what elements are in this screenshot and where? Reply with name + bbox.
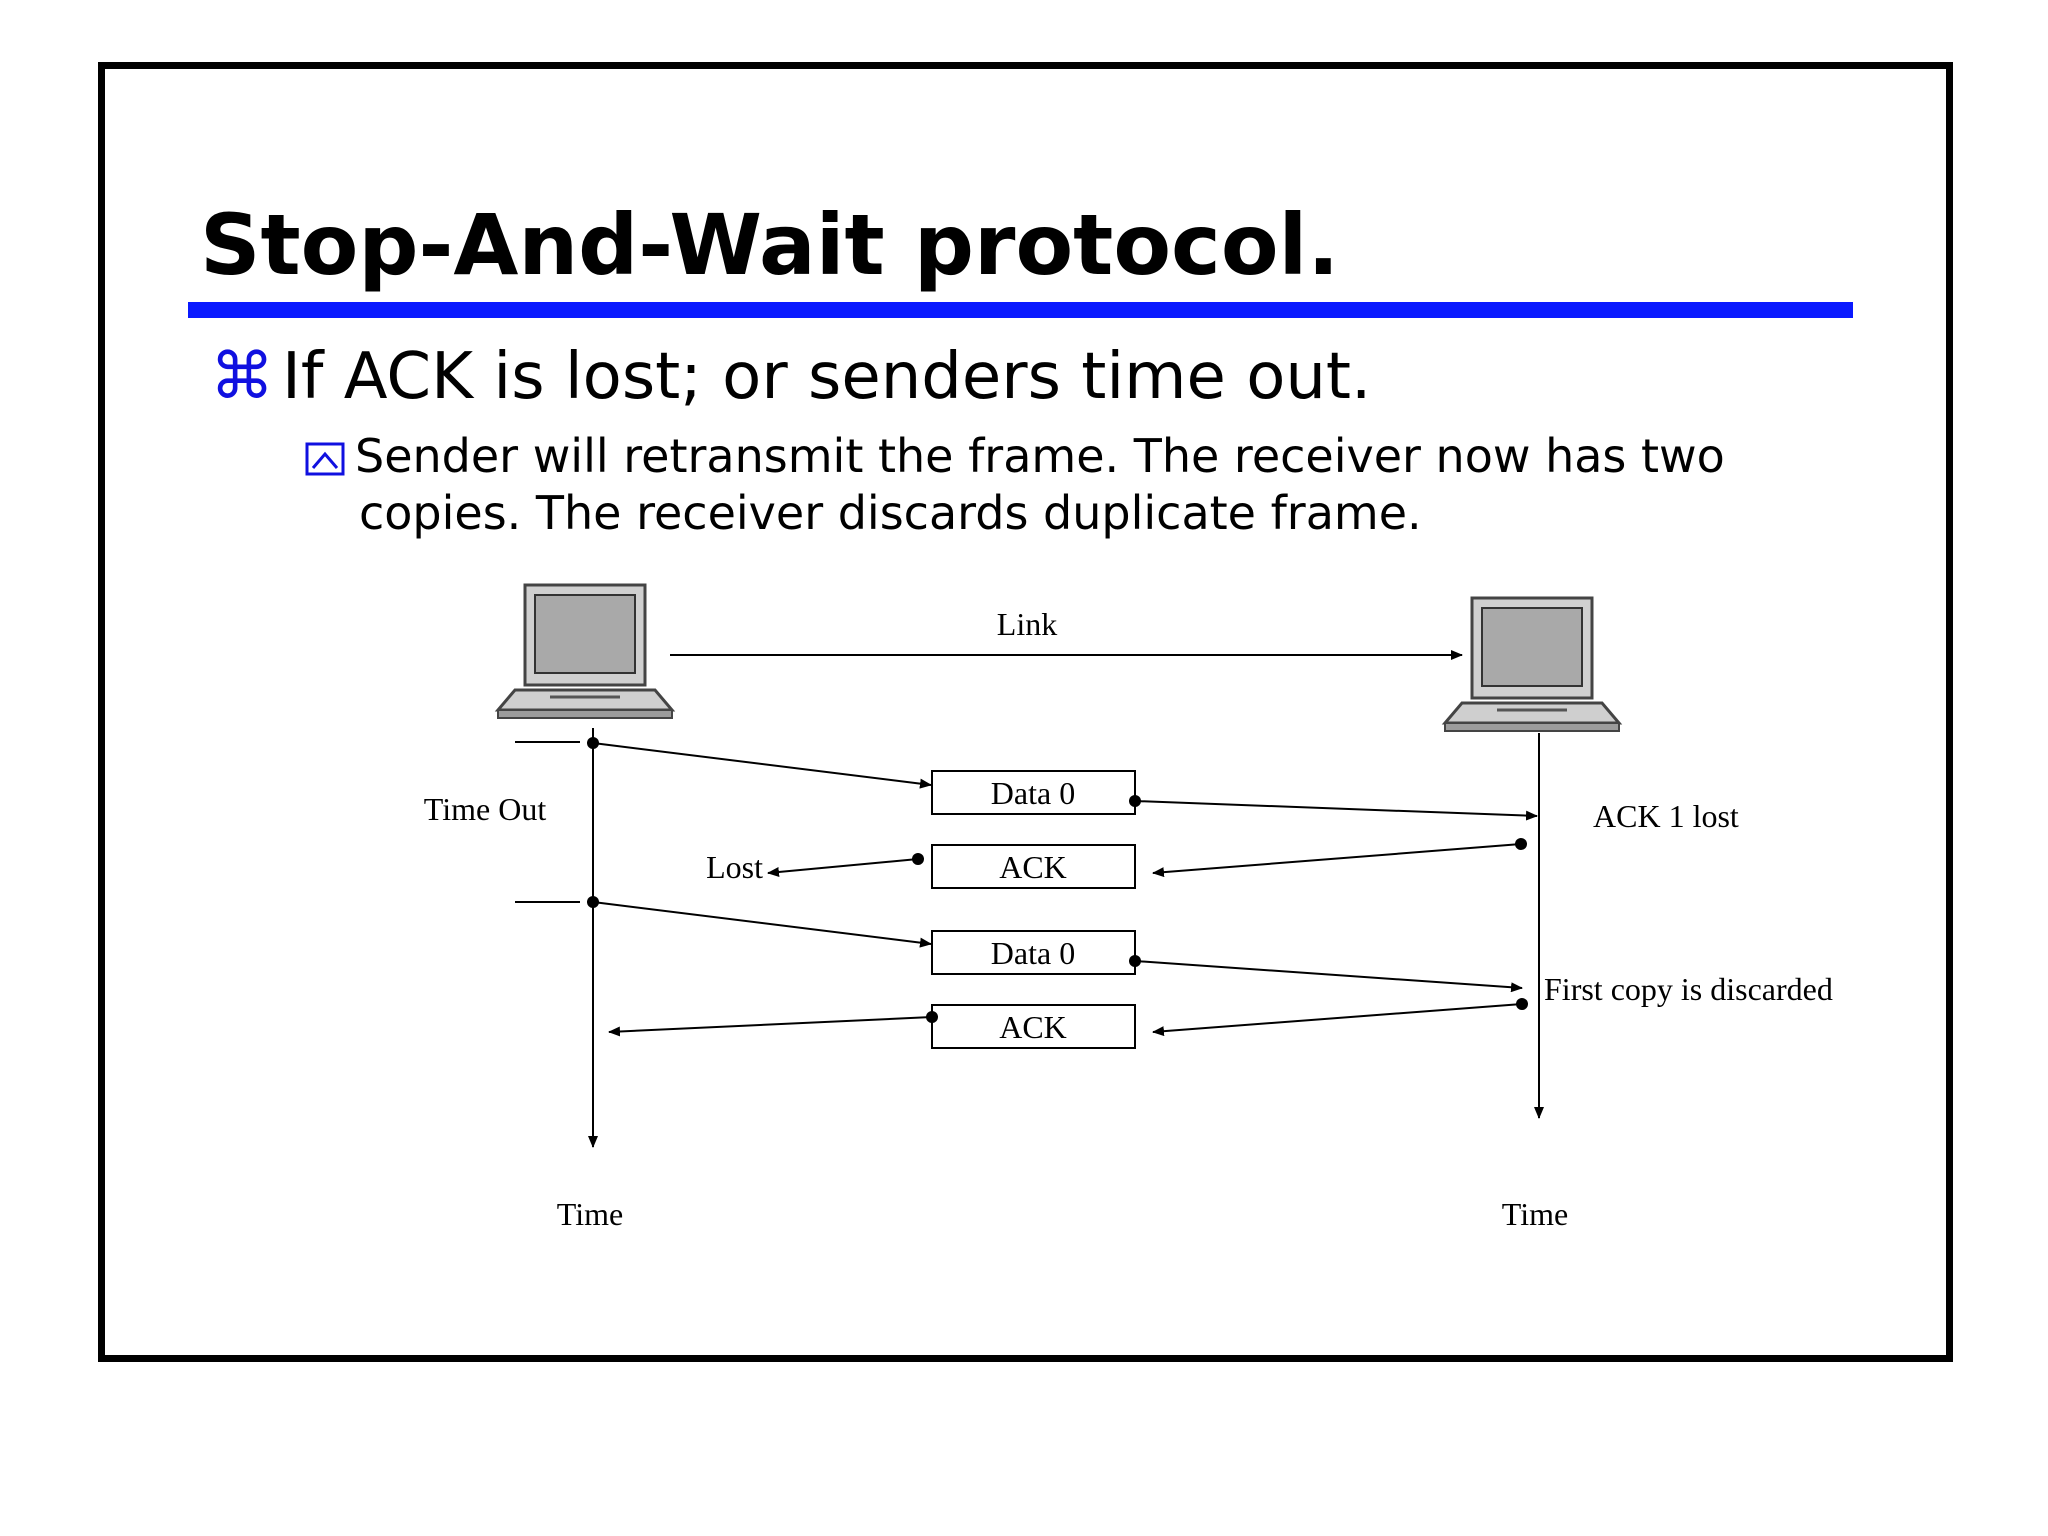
bullet-sub-text-1: Sender will retransmit the frame. The re… — [355, 429, 1725, 483]
data0-send-dot — [587, 737, 599, 749]
lost-label: Lost — [706, 849, 763, 885]
ack-return-arrow — [1152, 843, 1522, 878]
ack-second-deliver-arrow — [608, 1016, 933, 1037]
ack-second-return-arrow — [1152, 1003, 1523, 1037]
timeout-label: Time Out — [424, 791, 547, 827]
data0-send-arrow — [592, 742, 932, 789]
link-label: Link — [997, 606, 1057, 642]
receiver-time-label: Time — [1502, 1196, 1568, 1232]
frame-label-ack-second: ACK — [999, 1009, 1067, 1045]
command-icon: ⌘ — [210, 340, 274, 414]
ack-return-dot — [1515, 838, 1527, 850]
data0-resend-dot — [587, 896, 599, 908]
receiver-laptop-icon — [1441, 596, 1623, 732]
bullet-sub-line-2: copies. The receiver discards duplicate … — [359, 486, 1422, 540]
bullet-sub: Sender will retransmit the frame. The re… — [305, 428, 1725, 542]
data0-resend-arrow — [592, 901, 932, 948]
bullet-main: ⌘If ACK is lost; or senders time out. — [210, 337, 1371, 417]
data0-redeliver-dot — [1129, 955, 1141, 967]
frame-box-ack-second — [931, 1004, 1136, 1049]
frame-label-data0-first: Data 0 — [991, 775, 1075, 811]
first-copy-label: First copy is discarded — [1544, 971, 1833, 1007]
bullet-sub-line-1: Sender will retransmit the frame. The re… — [305, 428, 1725, 485]
ack-second-return-dot — [1516, 998, 1528, 1010]
data0-deliver-arrow — [1134, 800, 1538, 821]
slide-title: Stop-And-Wait protocol. — [200, 196, 1340, 294]
bullet-main-text: If ACK is lost; or senders time out. — [282, 340, 1372, 414]
sender-laptop-icon — [494, 583, 676, 719]
ack-lost-arrow — [767, 858, 919, 877]
frame-box-ack-first — [931, 844, 1136, 889]
ack-lost-dot — [912, 853, 924, 865]
slide-frame — [98, 62, 1953, 1362]
frame-box-data0-first — [931, 770, 1136, 815]
frame-label-ack-first: ACK — [999, 849, 1067, 885]
ack1-lost-label: ACK 1 lost — [1593, 798, 1739, 834]
data0-redeliver-arrow — [1134, 960, 1523, 993]
data0-deliver-dot — [1129, 795, 1141, 807]
frame-label-data0-second: Data 0 — [991, 935, 1075, 971]
boxed-chevron-icon — [305, 442, 345, 476]
ack-second-deliver-dot — [926, 1011, 938, 1023]
title-underline — [188, 302, 1853, 318]
frame-box-data0-second — [931, 930, 1136, 975]
sender-time-label: Time — [557, 1196, 623, 1232]
